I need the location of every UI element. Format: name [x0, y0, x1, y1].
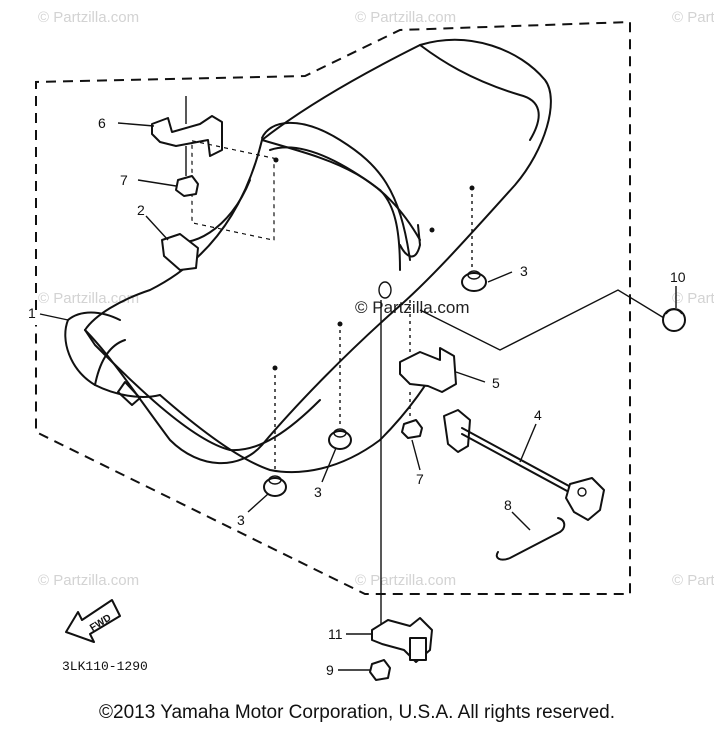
watermark-top-right: © Partzilla.com: [672, 9, 714, 26]
seat-pad-outline: [84, 38, 552, 465]
callout-2: 2: [137, 202, 145, 218]
cap-leader-line: [419, 289, 665, 351]
callout-leaders: [39, 122, 537, 671]
forward-arrow-icon: FWD: [65, 599, 121, 643]
callout-9: 9: [326, 662, 334, 678]
part-4-rod: [443, 409, 605, 521]
part-7-nut-left: [175, 175, 199, 197]
watermark-bottom-center: © Partzilla.com: [355, 572, 456, 589]
part-11-latch: [371, 300, 433, 663]
watermark-top-center: © Partzilla.com: [355, 9, 456, 26]
part-9-nut: [369, 659, 391, 681]
assembly-boundary: [35, 20, 631, 595]
part-3-grommet-c: [461, 194, 487, 292]
watermark-mid-right: © Partzilla.com: [672, 290, 714, 307]
watermark-bottom-left: © Partzilla.com: [38, 572, 139, 589]
watermark-bottom-right: © Partzilla.com: [672, 572, 714, 589]
callout-3-right: 3: [520, 263, 528, 279]
callout-5: 5: [492, 375, 500, 391]
part-5-bracket: [399, 300, 457, 393]
part-3-grommet-a: [263, 375, 287, 497]
copyright-notice: ©2013 Yamaha Motor Corporation, U.S.A. A…: [99, 702, 615, 723]
callout-3-left: 3: [237, 512, 245, 528]
callout-10: 10: [670, 269, 686, 285]
watermark-mid-left: © Partzilla.com: [38, 290, 139, 307]
part-6-bracket: [151, 96, 223, 176]
part-6-dashed-outline: [191, 140, 275, 241]
seat-assembly: [64, 38, 552, 474]
part-10-cap: [662, 286, 686, 332]
diagram-code: 3LK110-1290: [62, 659, 148, 674]
watermarks: © Partzilla.com © Partzilla.com © Partzi…: [38, 9, 714, 589]
callout-3-middle: 3: [314, 484, 322, 500]
callout-1: 1: [28, 305, 36, 321]
watermark-top-left: © Partzilla.com: [38, 9, 139, 26]
callout-8: 8: [504, 497, 512, 513]
part-8-wire: [495, 517, 566, 561]
callout-7-left: 7: [120, 172, 128, 188]
part-3-grommet-b: [328, 330, 352, 450]
callout-11: 11: [328, 626, 343, 642]
watermark-center: © Partzilla.com: [355, 298, 470, 317]
part-7-nut-right: [401, 392, 423, 439]
part-2-clip: [161, 233, 199, 271]
callout-4: 4: [534, 407, 542, 423]
callout-6: 6: [98, 115, 106, 131]
callout-7-right: 7: [416, 471, 424, 487]
callout-numbers: 1 2 3 3 3 4 5 6 7 7 8 9 10 11: [28, 115, 686, 678]
